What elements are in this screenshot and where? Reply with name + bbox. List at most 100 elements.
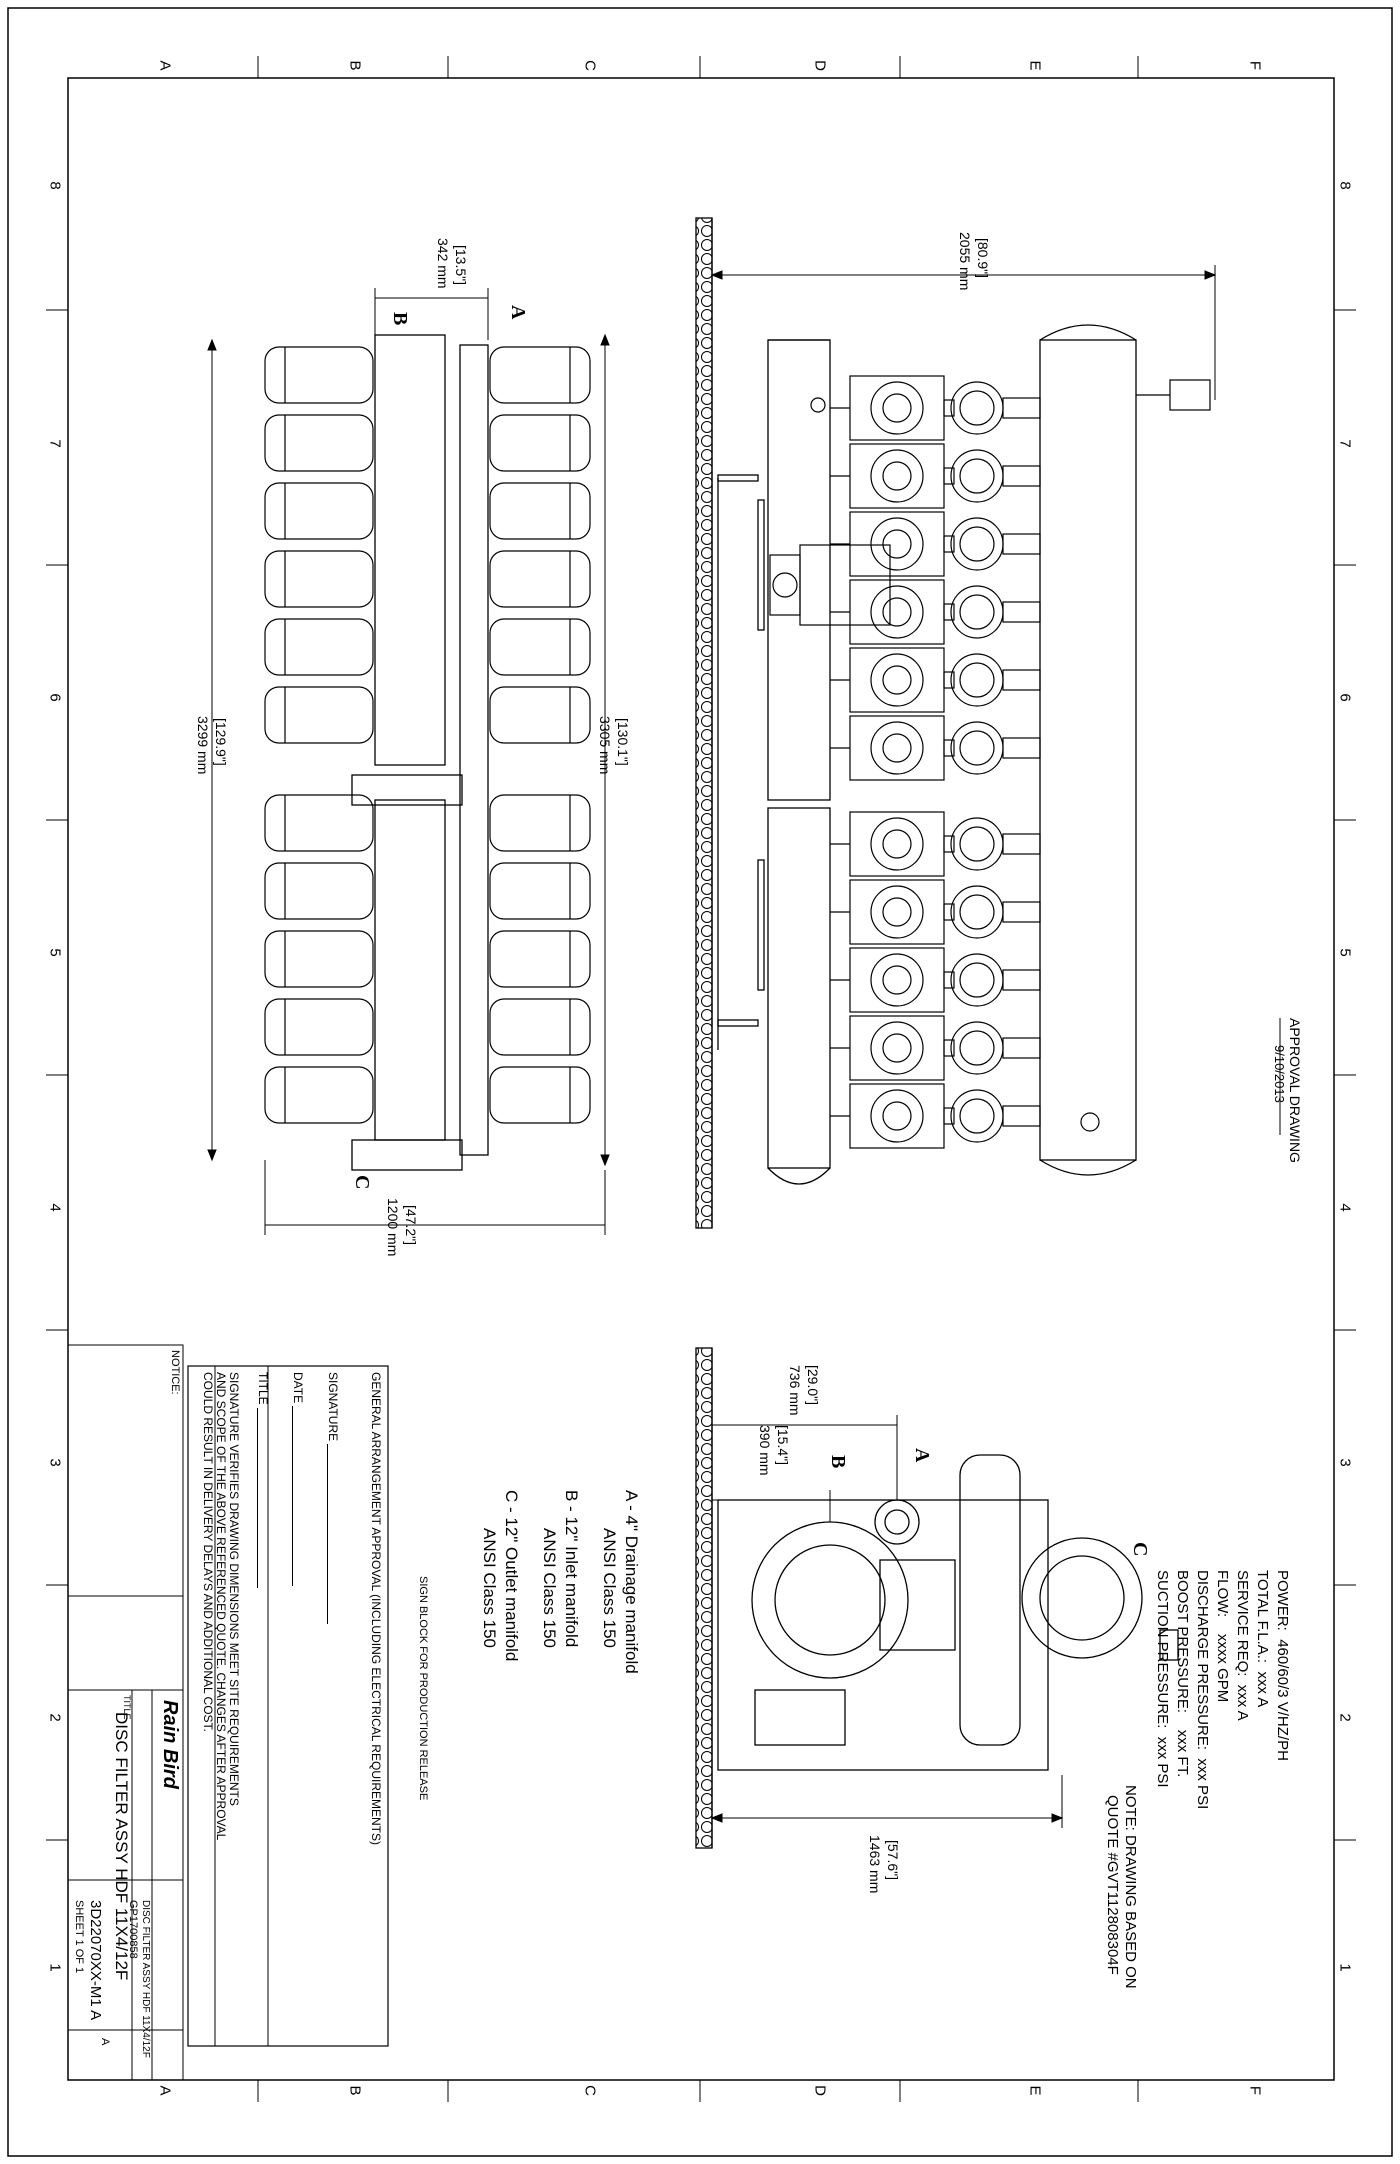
zone-number-1-left: 1: [46, 1963, 64, 1972]
riser: [1002, 397, 1041, 419]
dim-front-height: [710, 265, 1217, 400]
dim-front-height-in: [80.9"]: [975, 238, 991, 278]
pipe-flange: [950, 1089, 1004, 1143]
verify-line-3: COULD RESULT IN DELIVERY DELAYS AND ADDI…: [201, 1372, 215, 1732]
valve-body: [849, 511, 945, 577]
plan-manifold-c: [459, 344, 489, 1156]
zone-letter-b-top: B: [346, 60, 364, 71]
title-label: TITLE: [256, 1372, 270, 1589]
notice-label: NOTICE:: [169, 1350, 181, 1395]
pipe-flange: [950, 817, 1004, 871]
filter-station: [830, 511, 1041, 577]
riser: [1002, 901, 1041, 923]
valve-flange-inner: [882, 1033, 912, 1063]
spec-value: xxx A: [1234, 1684, 1251, 1721]
valve-flange: [870, 449, 924, 503]
dim-top-length-a-in: [130.1"]: [615, 718, 631, 766]
coupling: [943, 739, 955, 757]
valve-flange-inner: [882, 665, 912, 695]
dim-side-width-in: [57.6"]: [885, 1840, 901, 1880]
dim-top-width-mm: 342 mm: [435, 238, 451, 289]
valve-body: [849, 811, 945, 877]
dim-front-height-mm: 2055 mm: [957, 232, 973, 291]
inner-border: [67, 77, 1335, 2081]
filter-unit-left: [264, 550, 374, 608]
coupling: [943, 671, 955, 689]
company-logo: Rain Bird: [159, 1700, 181, 1789]
pipe-flange: [950, 885, 1004, 939]
pipe-flange-inner: [959, 730, 995, 766]
filter-unit-left: [264, 414, 374, 472]
zone-number-2-left: 2: [46, 1713, 64, 1722]
marker-b-plan: B: [389, 312, 411, 326]
spec-label: POWER:: [1274, 1570, 1291, 1631]
filter-valve-row: [830, 375, 1041, 1149]
lower-manifold-left: [767, 339, 831, 801]
zone-number-5-left: 5: [46, 948, 64, 957]
pipe-flange-inner: [959, 962, 995, 998]
signature-text: SIGNATURE: [326, 1372, 340, 1442]
approval-title: APPROVAL DRAWING: [1287, 1018, 1303, 1163]
valve-flange: [870, 585, 924, 639]
dim-top-depth-mm: 1200 mm: [385, 1198, 401, 1257]
coupling: [943, 1039, 955, 1057]
signature-line: [327, 1444, 340, 1625]
filter-unit-left: [264, 482, 374, 540]
valve-flange: [870, 517, 924, 571]
zone-number-2-right: 2: [1336, 1713, 1354, 1722]
valve-flange-inner: [882, 393, 912, 423]
valve-body: [849, 443, 945, 509]
marker-a-plan: A: [507, 305, 529, 320]
filter-station: [830, 879, 1041, 945]
spec-label: TOTAL F.L.A.:: [1254, 1570, 1271, 1664]
zone-letter-e-top: E: [1026, 60, 1044, 71]
zone-number-4-left: 4: [46, 1203, 64, 1212]
valve-flange: [870, 381, 924, 435]
filter-unit-left: [264, 346, 374, 404]
zone-number-8-right: 8: [1336, 181, 1354, 190]
spec-service: SERVICE REQ: xxx A: [1234, 1570, 1251, 1721]
date-label: DATE: [291, 1372, 305, 1587]
valve-flange-inner: [882, 1101, 912, 1131]
riser: [1002, 669, 1041, 691]
filter-unit-right: [489, 414, 591, 472]
zone-number-4-right: 4: [1336, 1203, 1354, 1212]
filter-station: [830, 1015, 1041, 1081]
coupling: [943, 903, 955, 921]
pipe-flange-inner: [959, 458, 995, 494]
pipe-flange: [950, 381, 1004, 435]
note-line-1: NOTE: DRAWING BASED ON: [1122, 1785, 1139, 1989]
riser: [1002, 737, 1041, 759]
marker-c-side: C: [1129, 1542, 1151, 1557]
signoff-box: [187, 1365, 389, 2047]
part-description: DISC FILTER ASSY HDF 11X4/12F: [140, 1900, 151, 2058]
filter-station: [830, 443, 1041, 509]
side-view: [695, 1347, 1179, 1849]
spec-power: POWER: 460/60/3 V/HZ/PH: [1274, 1570, 1291, 1761]
filter-unit-left: [264, 794, 374, 852]
legend-c-line1: C - 12" Outlet manifold: [502, 1490, 521, 1662]
spec-flow: FLOW: xxxx GPM: [1214, 1570, 1231, 1702]
spec-label: SUCTION PRESSURE:: [1154, 1570, 1171, 1729]
filter-station: [830, 579, 1041, 645]
side-dimensions: [710, 1415, 1064, 1828]
valve-flange-inner: [882, 529, 912, 559]
pipe-flange-inner: [959, 594, 995, 630]
zone-number-3-right: 3: [1336, 1458, 1354, 1467]
zone-number-3-left: 3: [46, 1458, 64, 1467]
title-line: [257, 1408, 270, 1589]
dim-top-length-b-mm: 3299 mm: [195, 716, 211, 775]
spec-value: xxx PSI: [1154, 1736, 1171, 1788]
plan-view: [351, 334, 489, 1171]
date-line: [292, 1406, 305, 1587]
riser: [1002, 1105, 1041, 1127]
pipe-flange-inner: [959, 390, 995, 426]
zone-letter-f-bottom: F: [1246, 2085, 1264, 2096]
plan-dimensions: [207, 288, 610, 1235]
valve-body: [849, 1083, 945, 1149]
zone-letter-c-top: C: [581, 60, 599, 71]
valve-flange: [870, 885, 924, 939]
riser: [1002, 465, 1041, 487]
pipe-flange: [950, 585, 1004, 639]
spec-label: DISCHARGE PRESSURE:: [1194, 1570, 1211, 1751]
